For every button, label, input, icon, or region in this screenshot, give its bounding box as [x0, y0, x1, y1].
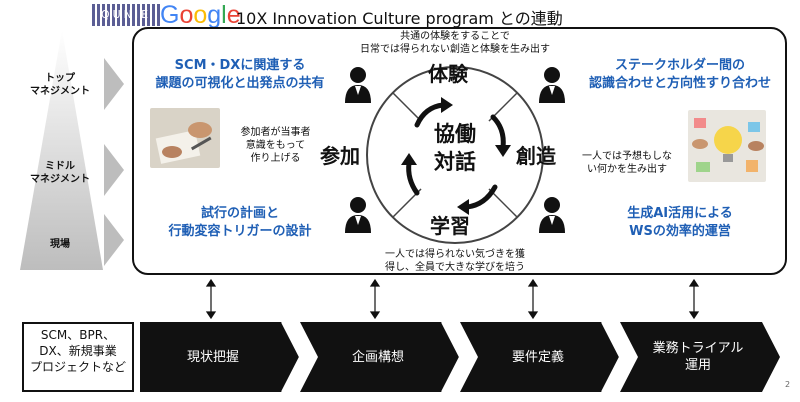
left-heading: SCM・DXに関連する 課題の可視化と出発点の共有 [155, 58, 325, 91]
cycle-center [407, 107, 503, 203]
right-note: 一人では予想もしな い何かを生み出す [582, 151, 672, 175]
pyramid-diagram [20, 30, 124, 270]
right-heading-2: 生成AI活用による WSの効率的運営 [627, 206, 733, 239]
left-note: 参加者が当事者 意識をもって 作り上げる [240, 127, 311, 164]
google-logo: Google [160, 1, 241, 30]
step-current-state: 現状把握 [186, 349, 239, 365]
level-label-field: 現場 [50, 239, 70, 250]
left-heading-2: 試行の計画と 行動変容トリガーの設計 [168, 206, 312, 239]
google-logo-letter: l [221, 1, 227, 29]
person-icon [345, 197, 371, 233]
segment-label-experience: 体験 [428, 62, 468, 86]
google-logo-letter: G [160, 1, 180, 29]
level-arrow-bottom [104, 214, 124, 266]
google-logo-letter: e [226, 1, 241, 29]
segment-label-learning: 学習 [430, 214, 470, 238]
step-shape [300, 322, 460, 392]
level-label-middle: ミドル マネジメント [30, 161, 90, 185]
cycle-bottom-note: 一人では得られない気づきを獲 得し、全員で大きな学びを培う [385, 249, 525, 273]
segment-label-participation: 参加 [320, 144, 360, 168]
google-logo-letter: g [207, 1, 222, 29]
connector-arrows [205, 278, 700, 320]
level-arrow-middle [104, 144, 124, 196]
step-shape [460, 322, 620, 392]
person-icon [539, 67, 565, 103]
process-steps [140, 322, 780, 392]
cycle-top-note: 共通の体験をすることで 日常では得られない創造と体験を生み出す [360, 31, 550, 55]
page-number: 2 [785, 380, 791, 389]
level-label-top: トップ マネジメント [30, 73, 90, 97]
google-logo-letter: o [179, 1, 194, 29]
rotate-arrow-icon [414, 102, 446, 128]
page-title: 10X Innovation Culture program との連動 [236, 9, 563, 28]
right-heading: ステークホルダー間の 認識合わせと方向性すり合わせ [588, 58, 771, 91]
person-icon [345, 67, 371, 103]
rotate-arrow-icon [406, 160, 420, 196]
cycle-center-label: 協働 対話 [434, 122, 476, 174]
google-logo-letter: o [193, 1, 208, 29]
meeting-photo-left [150, 108, 220, 168]
ideas-photo-right [688, 110, 766, 182]
step-requirements: 要件定義 [511, 349, 564, 365]
segment-label-creation: 創造 [516, 144, 556, 168]
cycle-circle [366, 66, 544, 244]
level-arrow-top [104, 58, 124, 110]
person-icon [539, 197, 565, 233]
step-trial-operation: 業務トライアル 運用 [652, 341, 744, 373]
step-shape [620, 322, 780, 392]
pyramid-shape [20, 30, 103, 270]
qunie-logo: QUNIE [92, 4, 160, 26]
cycle-diagram [366, 66, 544, 244]
step-planning: 企画構想 [351, 349, 404, 365]
rotate-arrow-icon [464, 184, 498, 210]
project-types-box: SCM、BPR、 DX、新規事業 プロジェクトなど [22, 322, 134, 392]
rotate-arrow-icon [490, 114, 506, 150]
step-shape [140, 322, 300, 392]
